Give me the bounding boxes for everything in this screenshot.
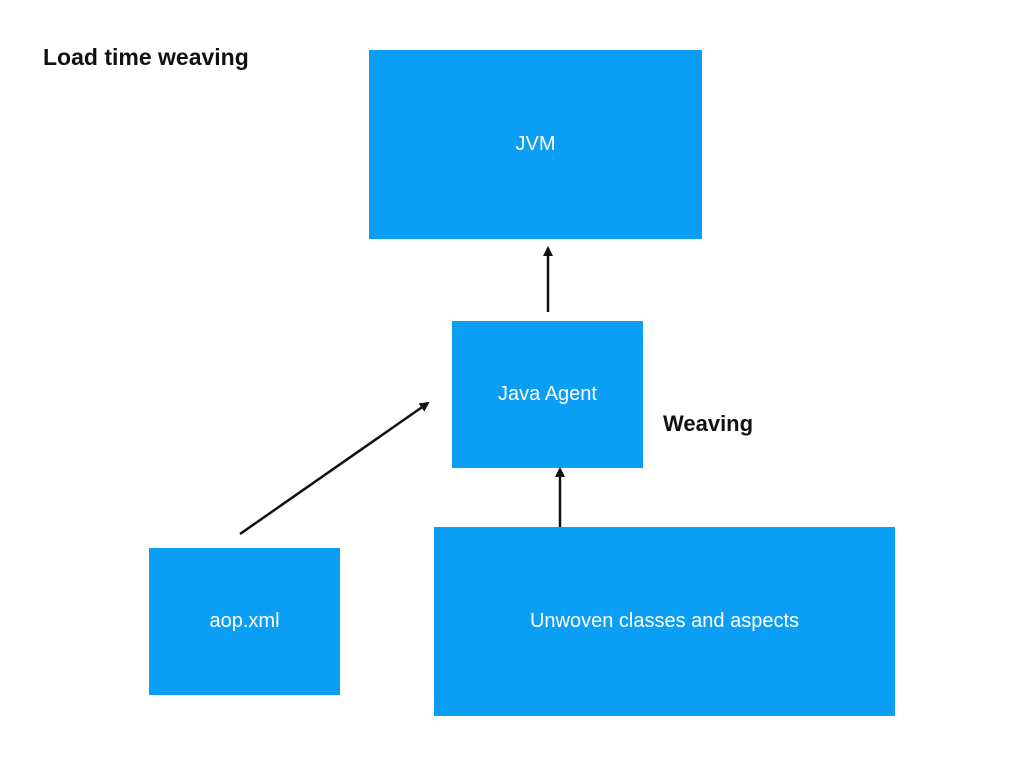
java-agent-label: Java Agent xyxy=(498,383,597,405)
arrow-aop-to-agent xyxy=(239,401,430,536)
aop-xml-box: aop.xml xyxy=(149,548,340,695)
weaving-label: Weaving xyxy=(663,411,754,436)
jvm-box: JVM xyxy=(369,50,702,239)
unwoven-box: Unwoven classes and aspects xyxy=(434,527,895,716)
aop-xml-label: aop.xml xyxy=(209,610,280,632)
diagram-title: Load time weaving xyxy=(43,44,249,70)
unwoven-label: Unwoven classes and aspects xyxy=(529,610,800,632)
java-agent-box: Java Agent xyxy=(452,321,643,468)
jvm-label: JVM xyxy=(515,133,556,155)
